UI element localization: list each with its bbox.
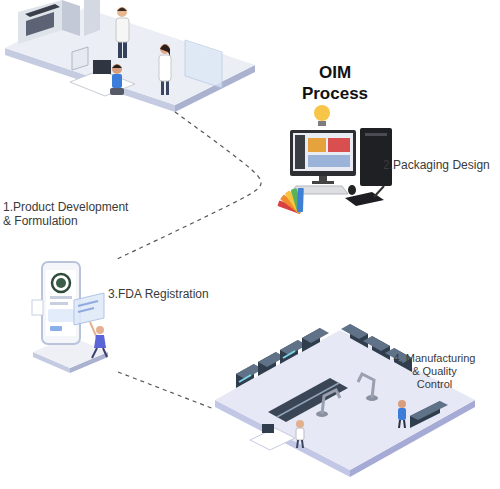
lab-illustration [5, 0, 255, 112]
person-head [117, 7, 127, 17]
monitor-screen [293, 133, 353, 171]
text-line [50, 302, 68, 305]
lab-machine [62, 0, 80, 36]
person-leg [92, 348, 97, 358]
stage-node: 4. Manufacturing & Quality Control [215, 322, 480, 478]
phone-screen [46, 270, 76, 336]
floating-panel [74, 293, 104, 325]
machine-screen [26, 12, 54, 36]
app-toolbar [295, 135, 305, 169]
stage-label: 2.Packaging Design [383, 158, 493, 172]
person-hair [160, 45, 170, 57]
robot-arm [358, 374, 374, 398]
machine-arm [25, 4, 60, 17]
stylus [374, 186, 384, 197]
worker-leg [297, 440, 298, 448]
stage-label: 4. Manufacturing & Quality Control [393, 352, 476, 392]
person-leg [166, 80, 169, 95]
monitor-stand [312, 181, 334, 184]
person-head [96, 326, 104, 334]
color-swatch [297, 188, 304, 212]
design-block [308, 138, 326, 152]
design-block [308, 155, 350, 167]
floating-card [32, 300, 43, 315]
machine-top [341, 324, 368, 339]
text-line [50, 296, 72, 299]
person-head [112, 64, 122, 74]
light-bulb [314, 105, 330, 121]
person-hair [112, 65, 122, 69]
person-leg [103, 348, 107, 357]
worker-head [296, 420, 304, 428]
office-chair [110, 88, 124, 95]
factory-illustration [215, 324, 475, 477]
color-swatch [291, 188, 303, 213]
machine-light [239, 375, 251, 382]
worker-leg [399, 420, 400, 428]
lab-cabinet [84, 0, 100, 36]
worker-head [398, 400, 406, 408]
machine-light [283, 351, 295, 358]
dashed-connector [118, 372, 215, 409]
approval-badge [52, 274, 70, 292]
machine-top [410, 401, 448, 420]
bulb-base [318, 121, 326, 126]
approval-badge [56, 278, 66, 288]
design-block [328, 138, 350, 152]
worker-body [398, 408, 406, 420]
conveyor [268, 378, 348, 422]
pc-tower [360, 128, 392, 186]
desk-monitor [262, 424, 274, 433]
pc-detail [365, 133, 387, 136]
person-body [94, 335, 106, 348]
lab-machine [18, 0, 62, 44]
glass-panel [185, 40, 222, 88]
platform-top [5, 8, 255, 105]
robot-arm [322, 390, 340, 414]
stage-node: 1.Product Development & Formulation [0, 0, 260, 112]
design-illustration [277, 105, 392, 214]
worker-body [296, 428, 304, 440]
lab-coat [159, 55, 171, 81]
machine-top [302, 328, 329, 343]
monitor [290, 130, 356, 176]
panel-line [78, 301, 98, 306]
stage-node: 2.Packaging Design [285, 105, 400, 215]
registration-illustration [32, 262, 108, 373]
stage-label: 1.Product Development & Formulation [3, 200, 133, 229]
stage-node: 3.FDA Registration [30, 260, 125, 372]
person-leg [118, 40, 122, 58]
machine-top [363, 336, 390, 351]
panel-line [78, 308, 94, 312]
diagram-title: OIM Process [288, 62, 382, 104]
seated-person [112, 74, 122, 88]
person-leg [161, 80, 164, 95]
desk-monitor [93, 60, 111, 74]
form-button [50, 326, 62, 331]
worker-leg [404, 420, 405, 428]
platform-top [215, 330, 475, 470]
conveyor-belt [277, 383, 339, 417]
person-leg [123, 40, 127, 58]
person-hair [117, 8, 127, 12]
worker-leg [302, 440, 303, 448]
lab-terminal [72, 47, 88, 70]
dashed-connector [115, 112, 261, 260]
stage-label: 3.FDA Registration [108, 287, 218, 301]
mouse [348, 185, 356, 195]
lab-coat [116, 18, 129, 42]
form-card [48, 309, 74, 322]
